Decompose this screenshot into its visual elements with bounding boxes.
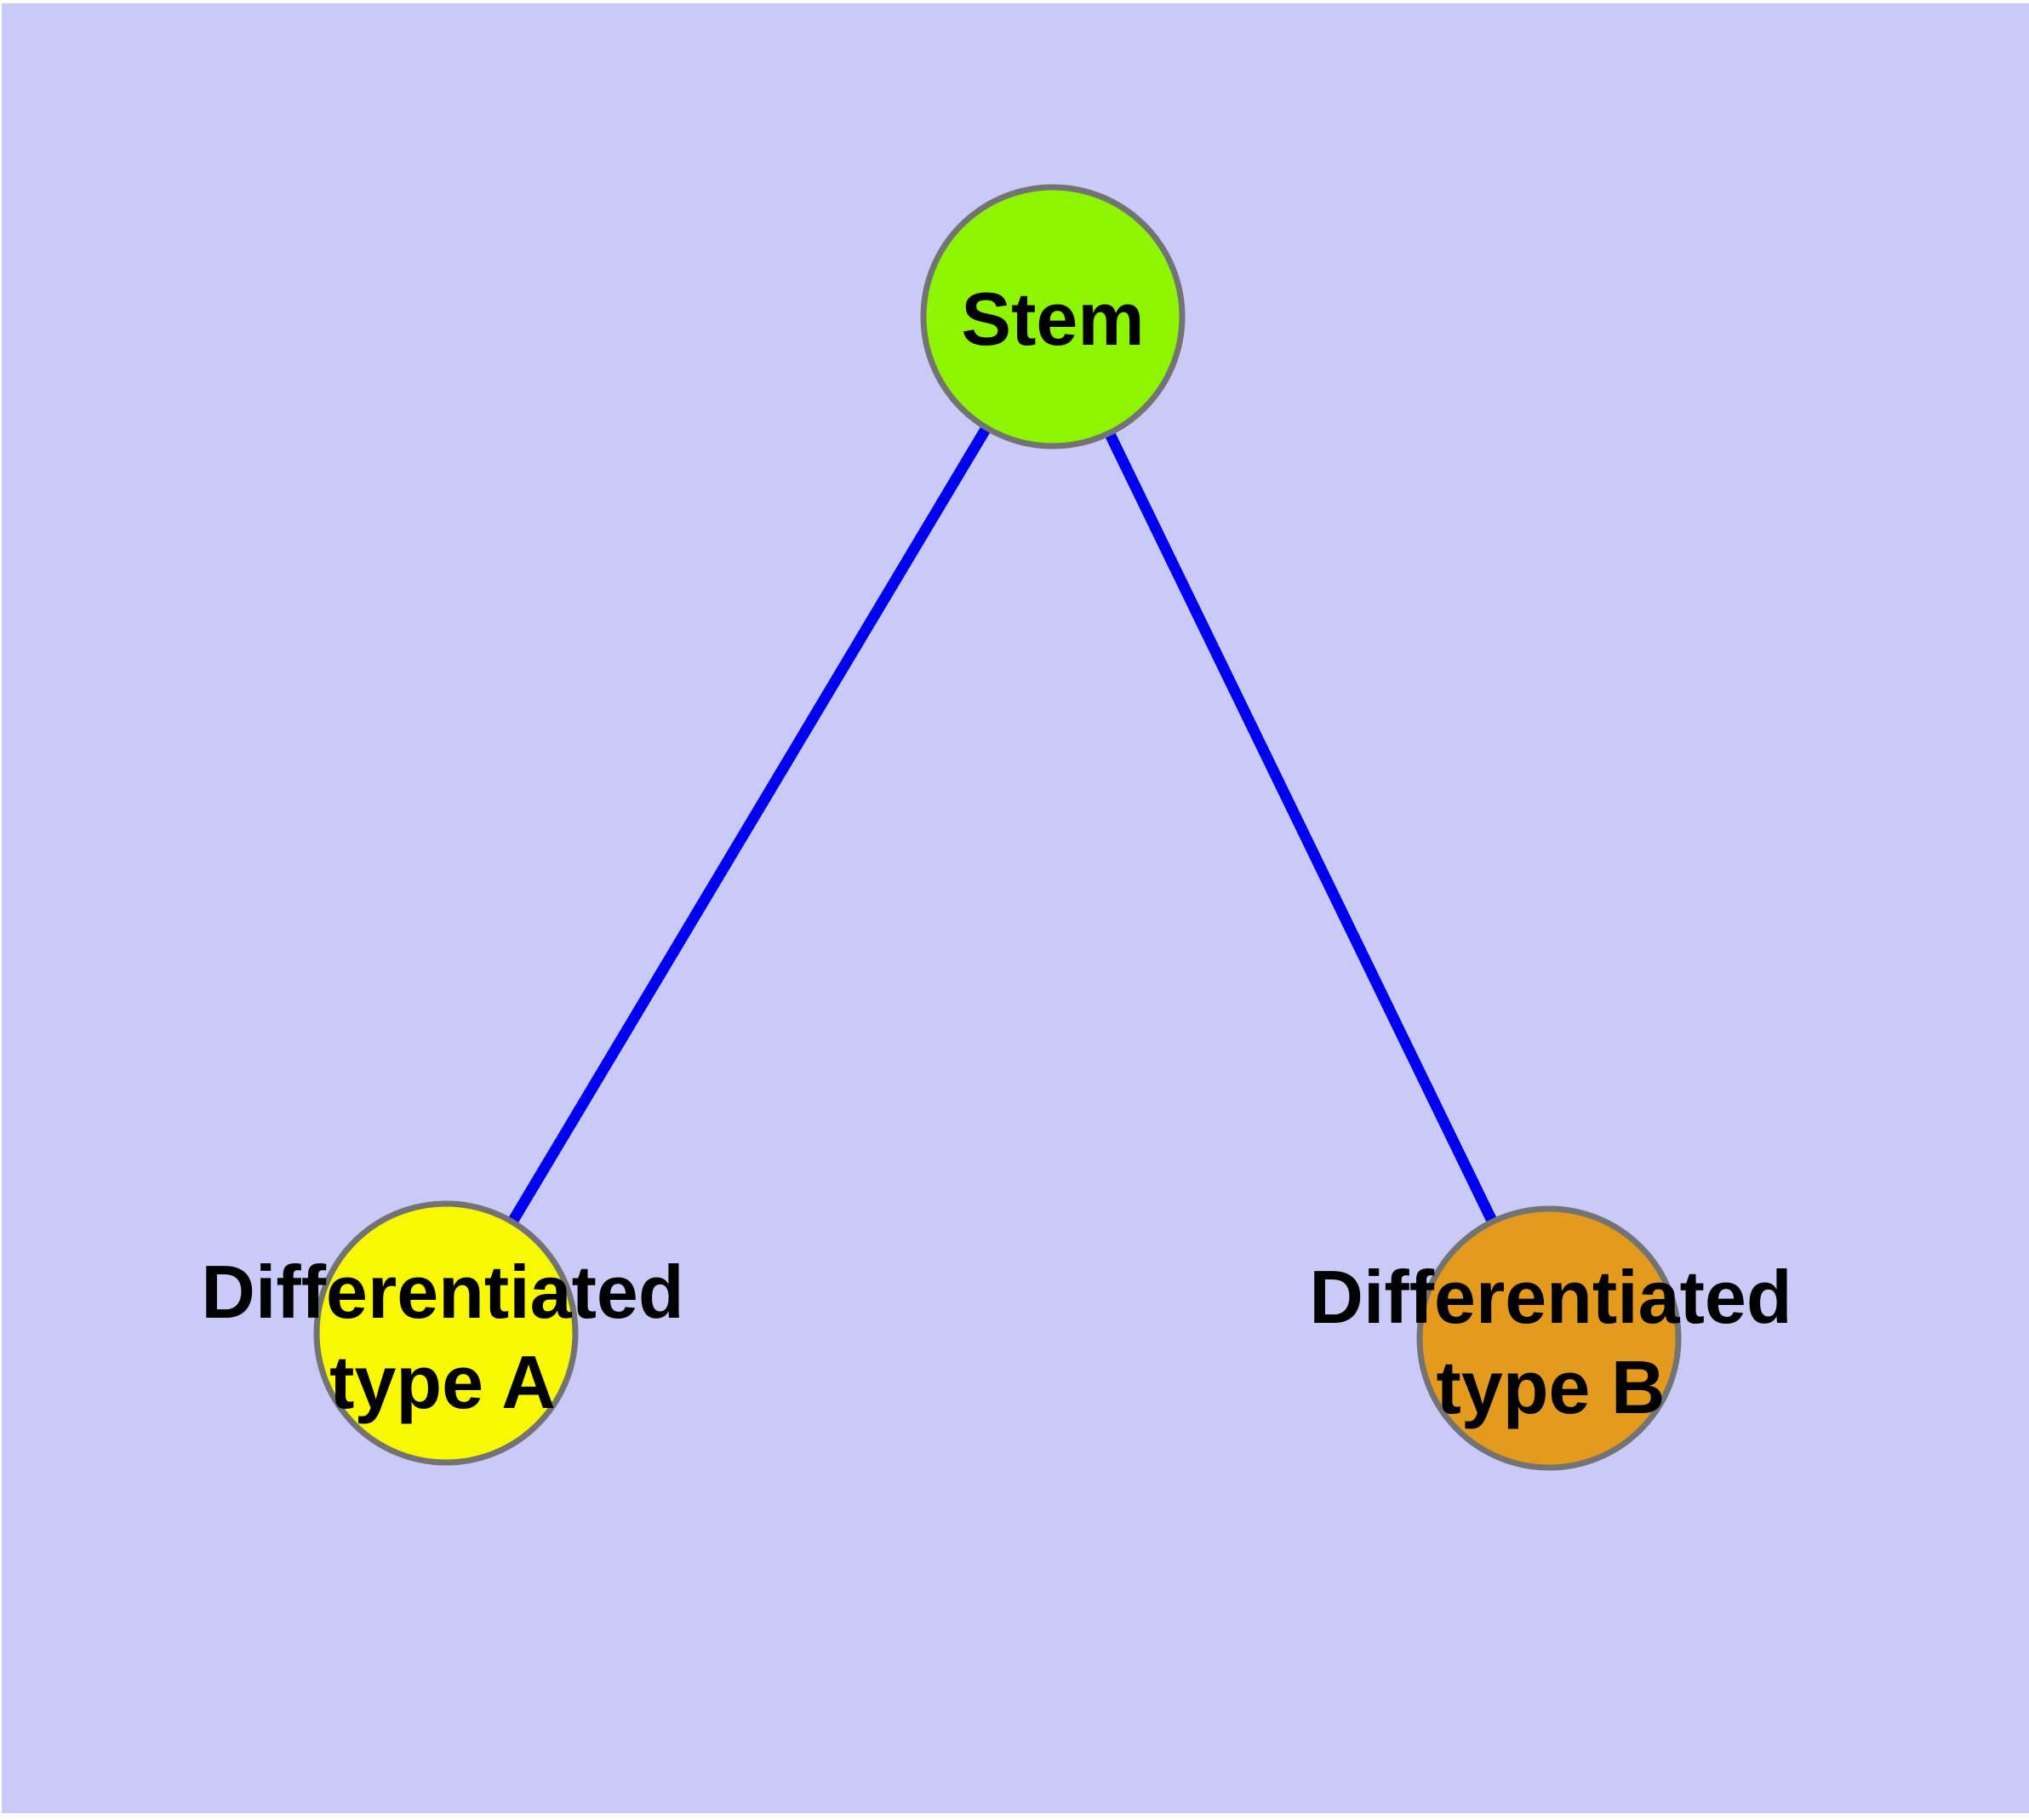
node-differentiated-type-b-label-line-2: type B (1437, 1345, 1666, 1429)
node-differentiated-type-b-label-line-1: Differentiated (1309, 1255, 1792, 1339)
node-differentiated-type-a-circle (313, 1200, 579, 1466)
node-differentiated-type-a-label-line-1: Differentiated (201, 1250, 683, 1334)
edge-stem-to-type-a (441, 313, 1058, 1336)
node-differentiated-type-b-circle (1416, 1205, 1682, 1471)
node-stem-circle (920, 184, 1186, 449)
node-stem-label: Stem (961, 277, 1144, 361)
node-differentiated-type-a-label-line-2: type A (329, 1340, 556, 1424)
edge-stem-to-type-b (1048, 314, 1554, 1341)
